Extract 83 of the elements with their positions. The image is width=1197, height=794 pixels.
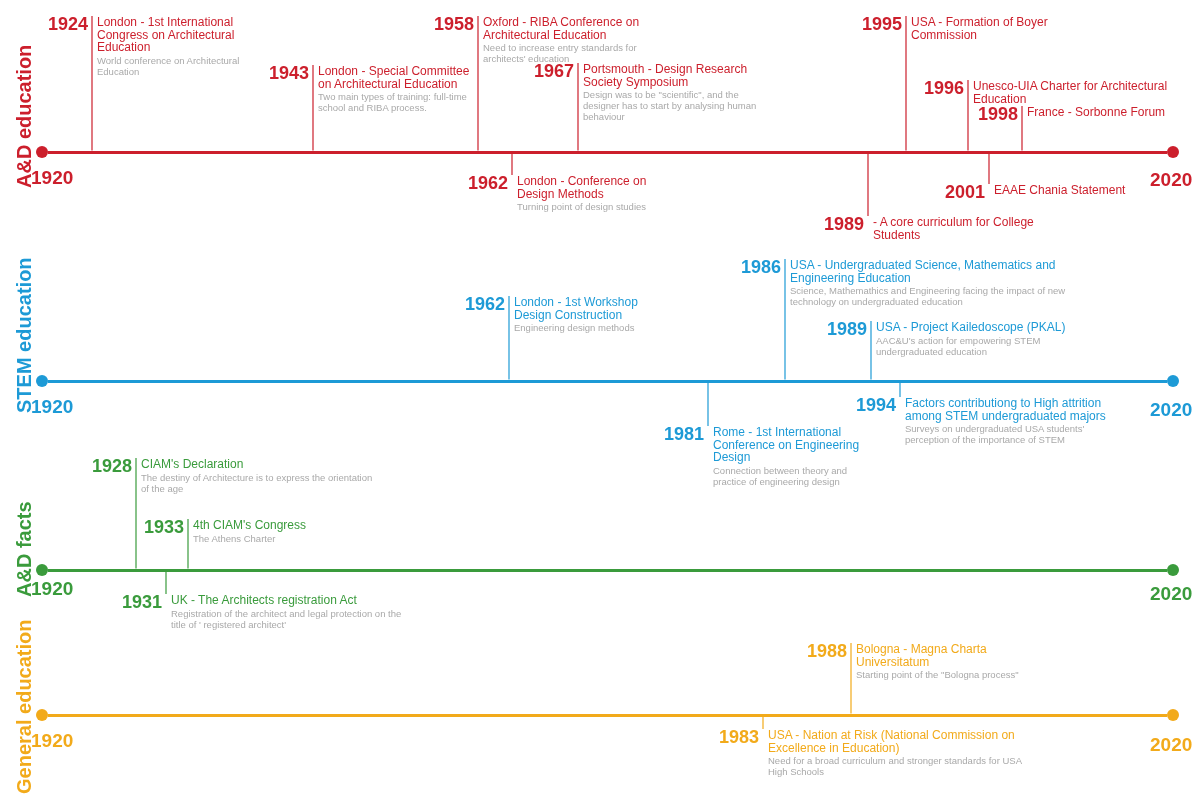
tick-line [1021, 105, 1023, 152]
event-description: Connection between theory and practice of engineering design [713, 464, 849, 487]
event-title: USA - Nation at Risk (National Commission on Excellence in Education) [768, 729, 1016, 754]
year-label: 1933 [143, 517, 184, 537]
year-label: 2001 [944, 182, 985, 202]
tick-line [784, 258, 786, 381]
timeline-axis [48, 713, 1167, 717]
tick-line [135, 457, 137, 570]
axis-year-label: 2020 [1150, 400, 1193, 420]
event-title: 4th CIAM's Congress [193, 519, 307, 532]
year-label: 1989 [826, 319, 867, 339]
year-label: 1986 [740, 257, 781, 277]
year-label: 1988 [806, 641, 847, 661]
event-title: USA - Undergraduated Science, Mathematics and Engineering Education [790, 259, 1057, 284]
event-title: London - 1st International Congress on Architectural Education [97, 16, 236, 54]
tick-line [165, 570, 167, 595]
year-label: 1996 [923, 78, 964, 98]
axis-year-label: 2020 [1150, 735, 1193, 755]
year-label: 1962 [467, 173, 508, 193]
tick-line [508, 295, 510, 381]
event-title: London - 1st Workshop Design Construction [514, 296, 639, 321]
event-title: - A core curriculum for College Students [873, 216, 1035, 241]
event-description: Science, Mathemathics and Engineering facing the impact of new technology on undergraduated education [790, 285, 1067, 307]
year-label: 1967 [533, 61, 574, 81]
event-description: The destiny of Architecture is to express the orientation of the age [141, 471, 374, 494]
event-title: UK - The Architects registration Act [171, 594, 358, 607]
event-description: Surveys on undergraduated USA students' perception of the importance of STEM [905, 423, 1086, 445]
tick-line [707, 381, 709, 427]
event-description: Engineering design methods [514, 322, 636, 333]
event-title: London - Conference on Design Methods [517, 175, 648, 200]
event-description: Registration of the architect and legal protection on the title of ' registered architect' [171, 607, 403, 630]
event-title: Unesco-UIA Charter for Architectural Education [973, 80, 1169, 105]
year-label: 1962 [464, 294, 505, 314]
event-description: Design was to be "scientific", and the designer has to start by analysing human behaviour [583, 89, 758, 122]
tick-line [312, 64, 314, 152]
event-title: Rome - 1st International Conference on Engineering Design [713, 426, 861, 464]
year-label: 1931 [121, 592, 162, 612]
tick-line [899, 381, 901, 398]
year-label: 1924 [47, 14, 88, 34]
event-title: EAAE Chania Statement [994, 184, 1127, 197]
event-title: Bologna - Magna Charta Universitatum [856, 643, 988, 668]
event-title: Factors contributiong to High attrition among STEM undergraduated majors [905, 397, 1107, 422]
year-label: 1983 [718, 727, 759, 747]
year-label: 1958 [433, 14, 474, 34]
event-title: London - Special Committee on Architectural Education [318, 65, 471, 90]
timeline-axis [48, 150, 1167, 154]
event-description: Starting point of the "Bologna process" [856, 669, 1020, 680]
tick-line [511, 152, 513, 176]
tick-line [967, 79, 969, 152]
event-description: The Athens Charter [193, 532, 277, 544]
axis-year-label: 2020 [1150, 584, 1193, 604]
event-title: USA - Formation of Boyer Commission [911, 16, 1049, 41]
tick-line [850, 642, 852, 715]
year-label: 1928 [91, 456, 132, 476]
tick-line [762, 715, 764, 730]
year-label: 1943 [268, 63, 309, 83]
event-description: Turning point of design studies [517, 201, 648, 212]
year-label: 1995 [861, 14, 902, 34]
year-label: 1981 [663, 424, 704, 444]
tick-line [577, 62, 579, 152]
tick-line [187, 518, 189, 570]
event-title: Oxford - RIBA Conference on Architectural Education [483, 16, 641, 41]
year-label: 1998 [977, 104, 1018, 124]
tick-line [905, 15, 907, 152]
tick-line [870, 320, 872, 381]
tick-line [91, 15, 93, 152]
event-description: AAC&U's action for empowering STEM undergraduated education [876, 334, 1042, 357]
axis-year-label: 2020 [1150, 170, 1193, 190]
event-description: Need to increase entry standards for architects' education [483, 42, 638, 64]
event-title: Portsmouth - Design Research Society Symposium [583, 63, 749, 88]
event-description: Two main types of training: full-time school and RIBA process. [318, 91, 468, 113]
timeline-axis [48, 568, 1167, 572]
tick-line [988, 152, 990, 185]
event-description: World conference on Architectural Education [97, 54, 241, 77]
year-label: 1994 [855, 395, 896, 415]
tick-line [477, 15, 479, 152]
event-title: France - Sorbonne Forum [1027, 106, 1167, 119]
timeline-axis [48, 379, 1167, 383]
event-title: CIAM's Declaration [141, 458, 245, 471]
tick-line [867, 152, 869, 217]
event-title: USA - Project Kailedoscope (PKAL) [876, 321, 1067, 334]
event-description: Need for a broad curriculum and stronger standards for USA High Schools [768, 755, 1023, 777]
year-label: 1989 [823, 214, 864, 234]
